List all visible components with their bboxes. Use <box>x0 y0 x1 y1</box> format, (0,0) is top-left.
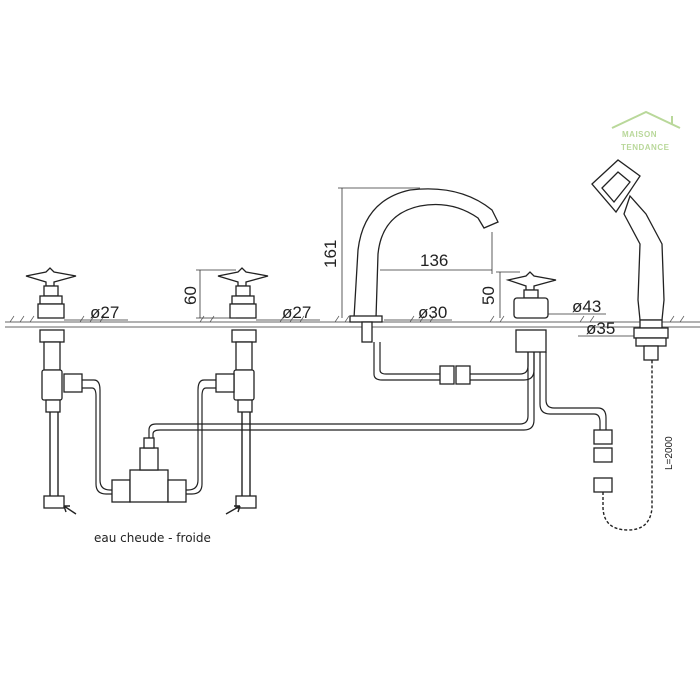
right-tap-diameter: ø27 <box>282 303 311 322</box>
brand-logo: MAISON TENDANCE <box>611 110 681 152</box>
cross-handle-right <box>217 267 269 319</box>
shower-diameter: ø35 <box>586 319 615 338</box>
spout-reach-dimension: 136 <box>380 232 493 274</box>
diverter-valve <box>505 271 557 353</box>
bath-spout <box>349 188 535 385</box>
left-tap-diameter: ø27 <box>90 303 119 322</box>
logo-line-1: MAISON <box>622 130 657 139</box>
hose-length: L=2000 <box>664 436 675 470</box>
cross-handle-left <box>25 267 77 319</box>
supply-arrows <box>63 505 241 515</box>
left-tap <box>25 267 83 509</box>
logo-line-2: TENDANCE <box>621 143 670 152</box>
diverter-height-value: 50 <box>479 286 498 305</box>
counter-surface <box>5 315 700 328</box>
shower-hose <box>602 360 653 531</box>
hose-connector-pipe <box>539 352 613 493</box>
spout-reach-value: 136 <box>420 251 448 270</box>
supply-pipe <box>148 350 535 438</box>
spout-height-value: 161 <box>321 240 340 268</box>
right-tap <box>215 267 269 509</box>
spout-height-dimension: 161 <box>321 187 420 318</box>
house-roof-icon <box>611 110 681 129</box>
hot-cold-pipes <box>82 379 216 495</box>
tap-height-value: 60 <box>181 286 200 305</box>
diverter-diameter: ø43 <box>572 297 601 316</box>
supply-caption: eau cheude - froide <box>94 531 211 545</box>
spout-diameter: ø30 <box>418 303 447 322</box>
tap-height-dimension: 60 <box>181 269 236 319</box>
diverter-height-dimension: 50 <box>479 271 520 318</box>
t-junction <box>111 437 187 503</box>
hand-shower <box>591 159 669 361</box>
